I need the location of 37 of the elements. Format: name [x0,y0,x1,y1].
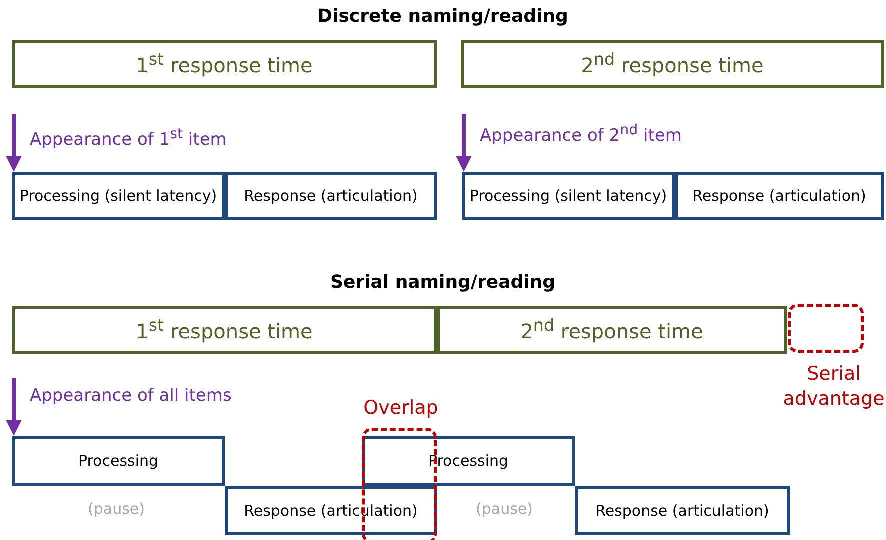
box-label: 2$^{nd}$ response time [581,50,764,78]
box-label: 2$^{nd}$ response time [520,316,704,344]
pause-label: (pause) [476,500,533,518]
dashed-highlight-box [788,304,864,353]
box-label: Response (articulation) [244,502,418,520]
phase-box [225,486,437,535]
callout-text: Serial advantage [782,362,886,412]
box-label: Response (articulation) [596,502,770,520]
phase-box [225,172,437,220]
box-label: Processing [78,452,159,470]
box-label: Processing [428,452,509,470]
arrow [6,378,22,436]
callout-text: Overlap [362,396,440,421]
pause-label: (pause) [88,500,145,518]
arrow [456,114,472,172]
event-label: Appearance of 1$^{st}$ item [30,130,227,150]
response-time-bar [437,306,787,354]
arrow [6,114,22,172]
phase-box [12,172,225,220]
event-label: Appearance of 2$^{nd}$ item [480,126,682,146]
phase-box [362,436,575,486]
box-label: Response (articulation) [692,187,866,205]
response-time-bar [461,40,884,88]
phase-box [12,436,225,486]
box-label: Processing (silent latency) [470,187,668,205]
event-label: Appearance of all items [30,386,232,406]
response-time-bar [12,40,437,88]
phase-box [575,486,790,535]
response-time-bar [12,306,437,354]
section-heading: Discrete naming/reading [318,6,568,27]
box-label: Processing (silent latency) [20,187,218,205]
phase-box [675,172,884,220]
box-label: 1$^{st}$ response time [136,50,313,78]
section-heading: Serial naming/reading [330,272,556,293]
phase-box [462,172,675,220]
box-label: 1$^{st}$ response time [136,316,313,344]
box-label: Response (articulation) [244,187,418,205]
